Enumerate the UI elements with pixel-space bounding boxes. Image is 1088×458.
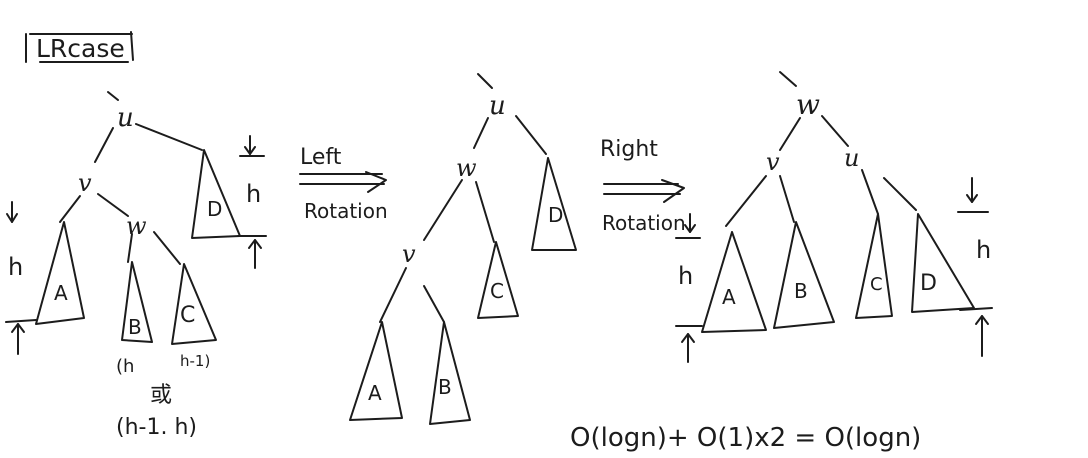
panel-after-right-rotation: w v u A B C D h h (675, 71, 993, 363)
left-rotation-arrow: Left Rotation (299, 145, 388, 223)
right-rotation-top: Right (600, 137, 658, 162)
subtree-D-label: D (548, 203, 563, 227)
height-note-b: (h (116, 356, 134, 377)
subtree-A (35, 221, 85, 325)
title-box: LRcase (25, 31, 134, 63)
node-v: v (402, 240, 416, 268)
node-w: w (456, 154, 477, 182)
subtree-C (171, 263, 217, 345)
height-marker-right: h (237, 135, 267, 269)
node-w: w (796, 88, 820, 121)
subtree-A-label: A (368, 381, 382, 405)
subtree-A-label: A (722, 285, 736, 309)
subtree-B-label: B (128, 315, 142, 339)
subtree-B-label: B (794, 279, 808, 303)
subtree-B (429, 321, 471, 425)
subtree-D-label: D (207, 197, 222, 221)
right-rotation-bottom: Rotation (602, 211, 686, 235)
subtree-C-label: C (180, 303, 195, 328)
height-note-alt: (h-1. h) (116, 415, 197, 440)
subtree-B (121, 261, 153, 343)
panel-after-left-rotation: u w v D C A B (349, 73, 577, 425)
node-u: u (844, 144, 859, 172)
subtree-C-label: C (490, 279, 504, 303)
subtree-D (531, 157, 577, 251)
subtree-D-label: D (920, 271, 937, 296)
subtree-A-label: A (54, 281, 68, 305)
or-character: 或 (150, 383, 172, 408)
left-rotation-top: Left (300, 145, 342, 170)
subtree-D (911, 213, 975, 313)
subtree-C (855, 213, 893, 319)
node-u: u (117, 103, 134, 133)
height-left-label: h (8, 253, 23, 281)
node-u: u (489, 91, 506, 121)
height-marker-left: h (5, 201, 37, 355)
subtree-B-label: B (438, 375, 452, 399)
title-label: LRcase (36, 34, 125, 63)
left-rotation-bottom: Rotation (304, 199, 388, 223)
subtree-D (191, 149, 241, 239)
complexity-formula: O(logn)+ O(1)x2 = O(logn) (570, 423, 921, 453)
node-w: w (126, 212, 147, 240)
right-rotation-arrow: Right Rotation (600, 137, 686, 235)
subtree-C (477, 241, 519, 319)
height-right-label: h (246, 180, 261, 208)
height-marker-right: h (957, 177, 993, 357)
height-marker-left: h (675, 213, 703, 363)
subtree-A (349, 321, 403, 421)
node-v: v (766, 148, 780, 176)
height-right-label: h (976, 236, 991, 264)
panel-before-rotation: u v w A B C D h (5, 91, 267, 440)
node-v: v (78, 169, 92, 197)
subtree-C-label: C (870, 274, 883, 295)
height-note-c: h-1) (180, 352, 210, 370)
height-left-label: h (678, 262, 693, 290)
subtree-B (773, 221, 835, 329)
subtree-A (701, 231, 767, 333)
